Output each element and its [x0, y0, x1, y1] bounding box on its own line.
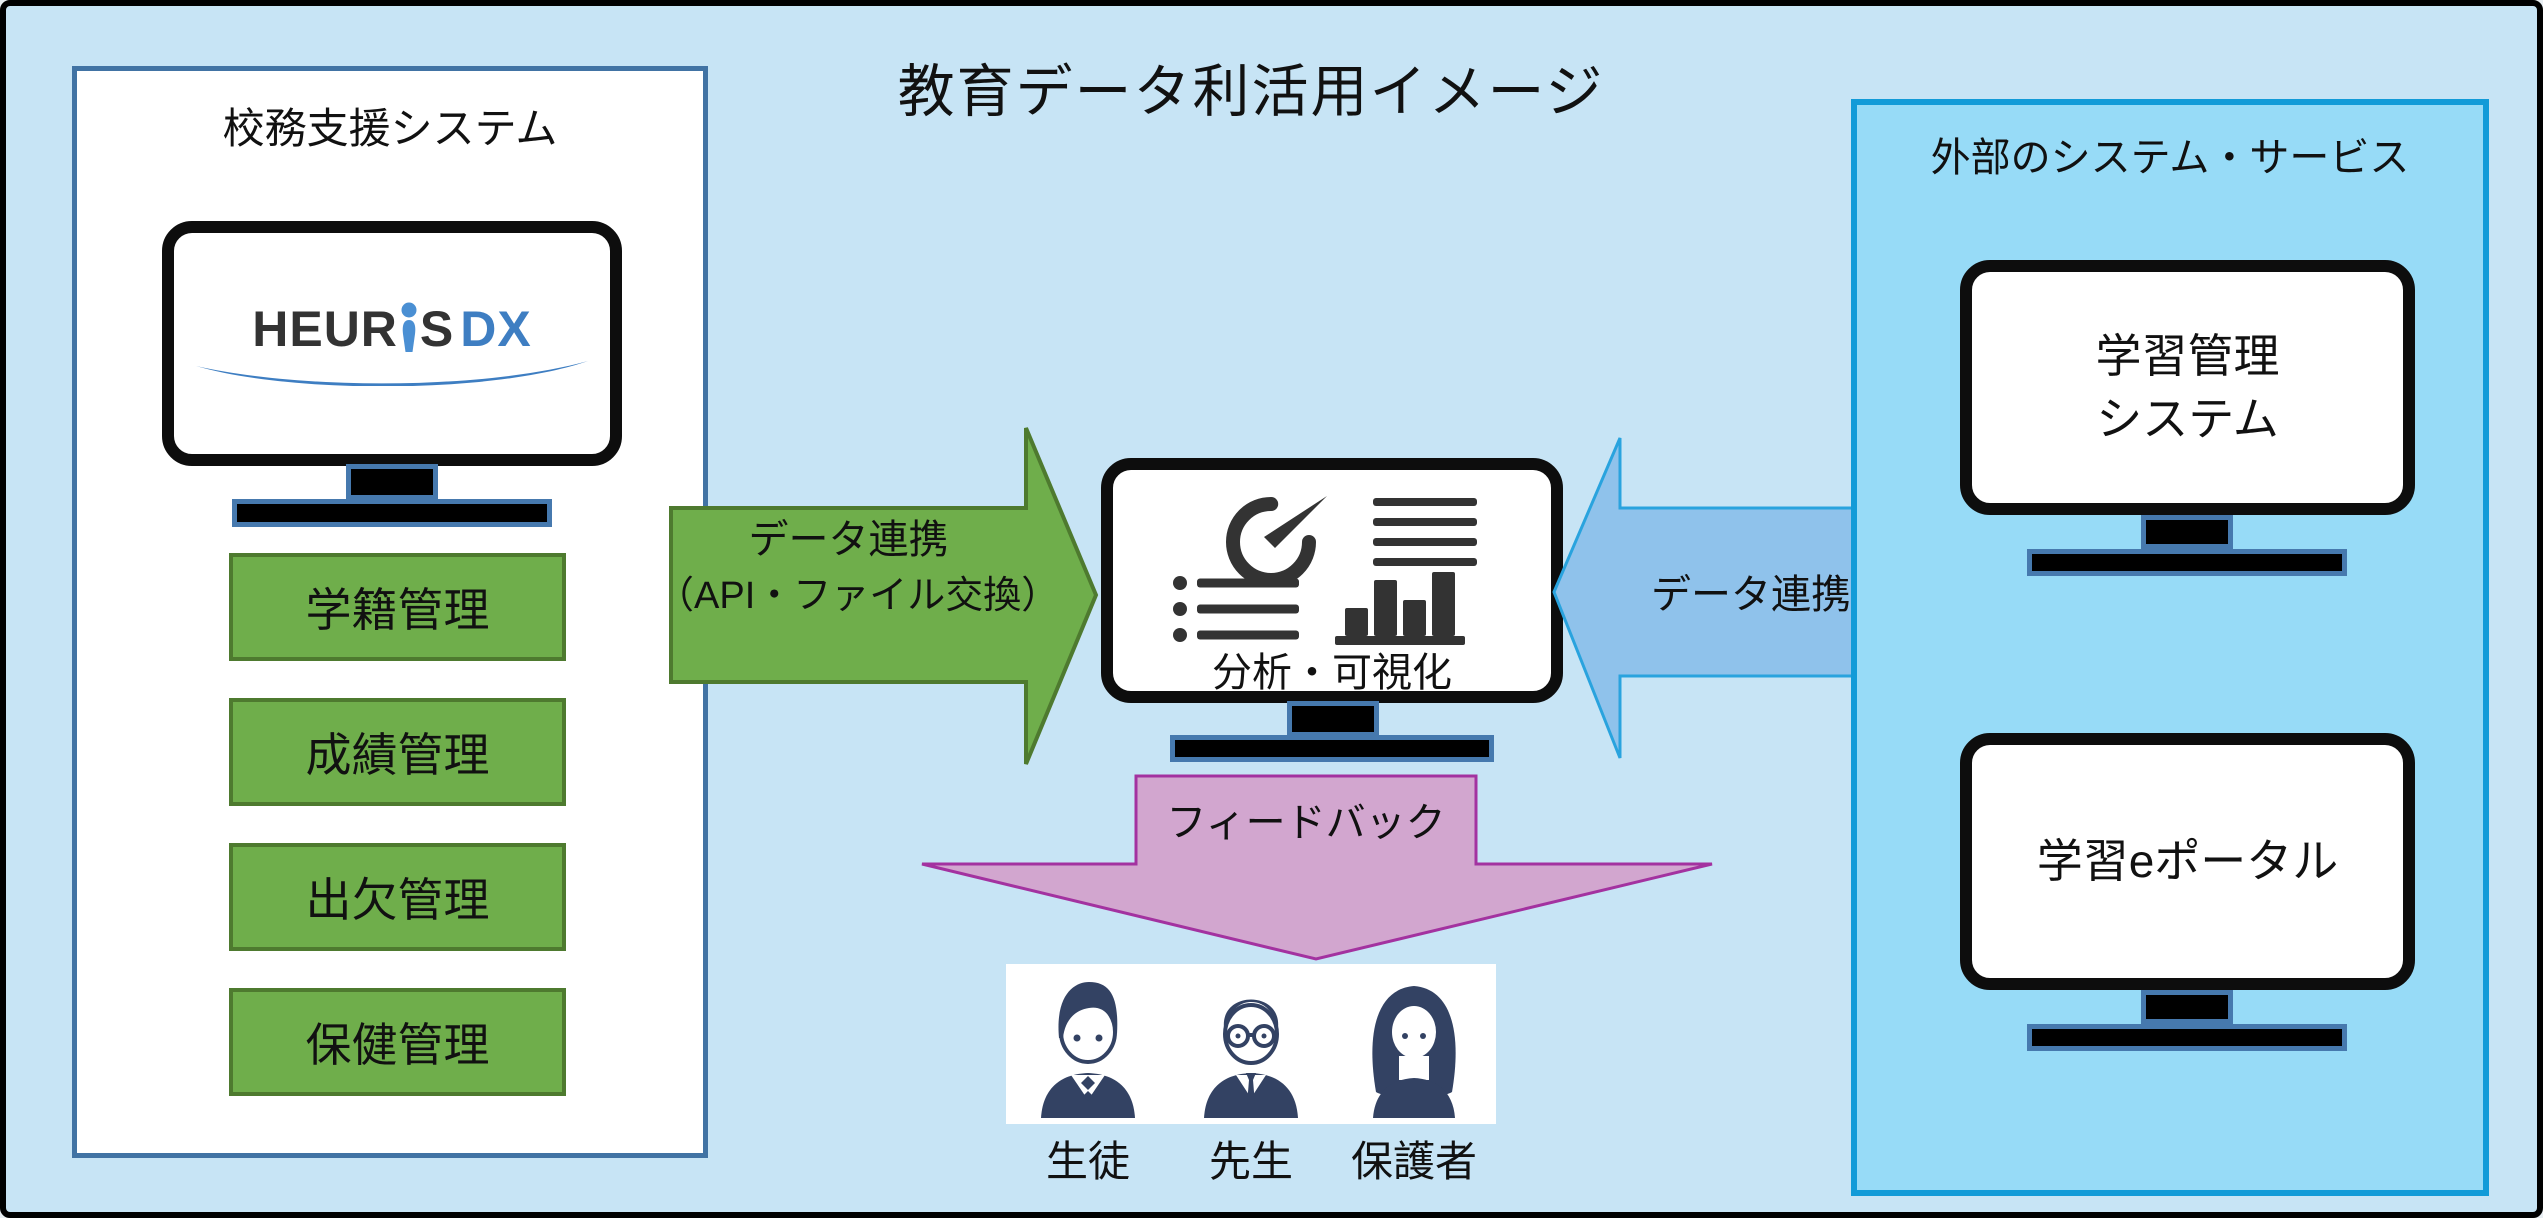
eportal-monitor-screen: 学習eポータル [1960, 733, 2415, 990]
eportal-label: 学習eポータル [2036, 835, 2339, 888]
logo-person-i-icon [401, 302, 417, 352]
lms-label: 学習管理 システム [2096, 325, 2280, 449]
school-affairs-panel: 校務支援システム HEUR S DX 学籍管理 成績管理 [72, 66, 708, 1158]
analysis-label: 分析・可視化 [1212, 651, 1452, 695]
gauge-icon [1226, 496, 1327, 582]
lms-monitor-stand-base [2027, 549, 2347, 576]
analysis-monitor-screen: 分析・可視化 [1101, 458, 1563, 703]
data-link-arrow-right-label: データ連携 （API・ファイル交換） [656, 511, 1060, 624]
parent-avatar [1372, 986, 1456, 1118]
lms-label-line1: 学習管理 [2095, 330, 2280, 383]
lms-monitor-stand-neck [2141, 515, 2233, 549]
bullet-list-icon [1173, 576, 1299, 642]
student-avatar [1041, 982, 1135, 1118]
data-link-line2: （API・ファイル交換） [656, 575, 1060, 617]
eportal-monitor-stand-base [2027, 1024, 2347, 1051]
logo-text-s: S [419, 300, 455, 357]
lms-label-line2: システム [2096, 392, 2279, 445]
audience-image [1006, 964, 1496, 1124]
data-link-line1: データ連携 [748, 518, 949, 562]
module-attendance: 出欠管理 [229, 843, 566, 951]
data-link-arrow-right [669, 427, 1099, 765]
label-parent: 保護者 [1350, 1138, 1477, 1185]
lms-monitor-screen: 学習管理 システム [1960, 260, 2415, 515]
teacher-avatar [1204, 999, 1298, 1118]
external-systems-panel-title: 外部のシステム・サービス [1930, 136, 2410, 180]
label-teacher: 先生 [1208, 1138, 1293, 1185]
data-link-arrow-left-label: データ連携 [1651, 573, 1851, 617]
external-systems-panel: 外部のシステム・サービス 学習管理 システム 学習eポータル [1851, 99, 2489, 1196]
eportal-monitor-stand-neck [2141, 990, 2233, 1024]
heuris-monitor-stand-neck [346, 464, 438, 500]
feedback-arrow-label: フィードバック [1166, 801, 1446, 845]
logo-text-dx: DX [460, 300, 532, 357]
module-student-registry: 学籍管理 [229, 553, 566, 661]
logo-swoosh [196, 360, 588, 386]
school-affairs-panel-title: 校務支援システム [222, 105, 558, 152]
heuris-monitor-screen: HEUR S DX [162, 221, 622, 466]
feedback-arrow [921, 774, 1713, 961]
analysis-monitor-stand-base [1170, 735, 1494, 762]
text-lines-icon [1373, 498, 1477, 566]
module-health: 保健管理 [229, 988, 566, 1096]
heuris-monitor-stand-base [232, 499, 552, 527]
label-student: 生徒 [1045, 1138, 1130, 1185]
logo-text-heur: HEUR [252, 300, 398, 357]
page-title: 教育データ利活用イメージ [897, 60, 1605, 124]
module-grades: 成績管理 [229, 698, 566, 806]
bar-chart-icon [1335, 572, 1465, 645]
heuris-dx-logo: HEUR S DX [192, 302, 592, 386]
analysis-monitor-stand-neck [1287, 701, 1379, 737]
